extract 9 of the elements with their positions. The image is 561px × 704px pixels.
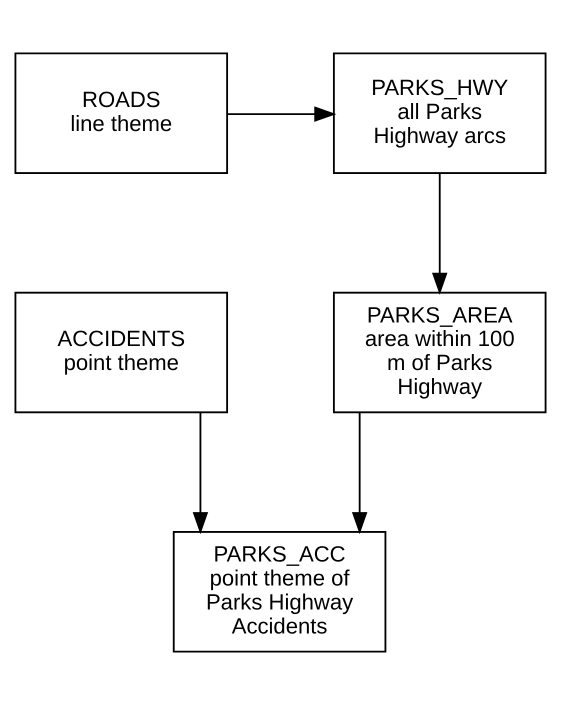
node-box: PARKS_ACC point theme of Parks Highway Accidents (172, 530, 386, 652)
arrow (432, 173, 448, 294)
arrow (352, 412, 368, 534)
node-box: PARKS_HWY all Parks Highway arcs (332, 52, 546, 174)
node-box: PARKS_AREA area within 100 m of Parks Highway (332, 291, 546, 413)
node-box: ROADS line theme (14, 52, 228, 174)
arrow (227, 106, 336, 122)
node-box: ACCIDENTS point theme (14, 291, 228, 413)
arrow (192, 412, 208, 534)
